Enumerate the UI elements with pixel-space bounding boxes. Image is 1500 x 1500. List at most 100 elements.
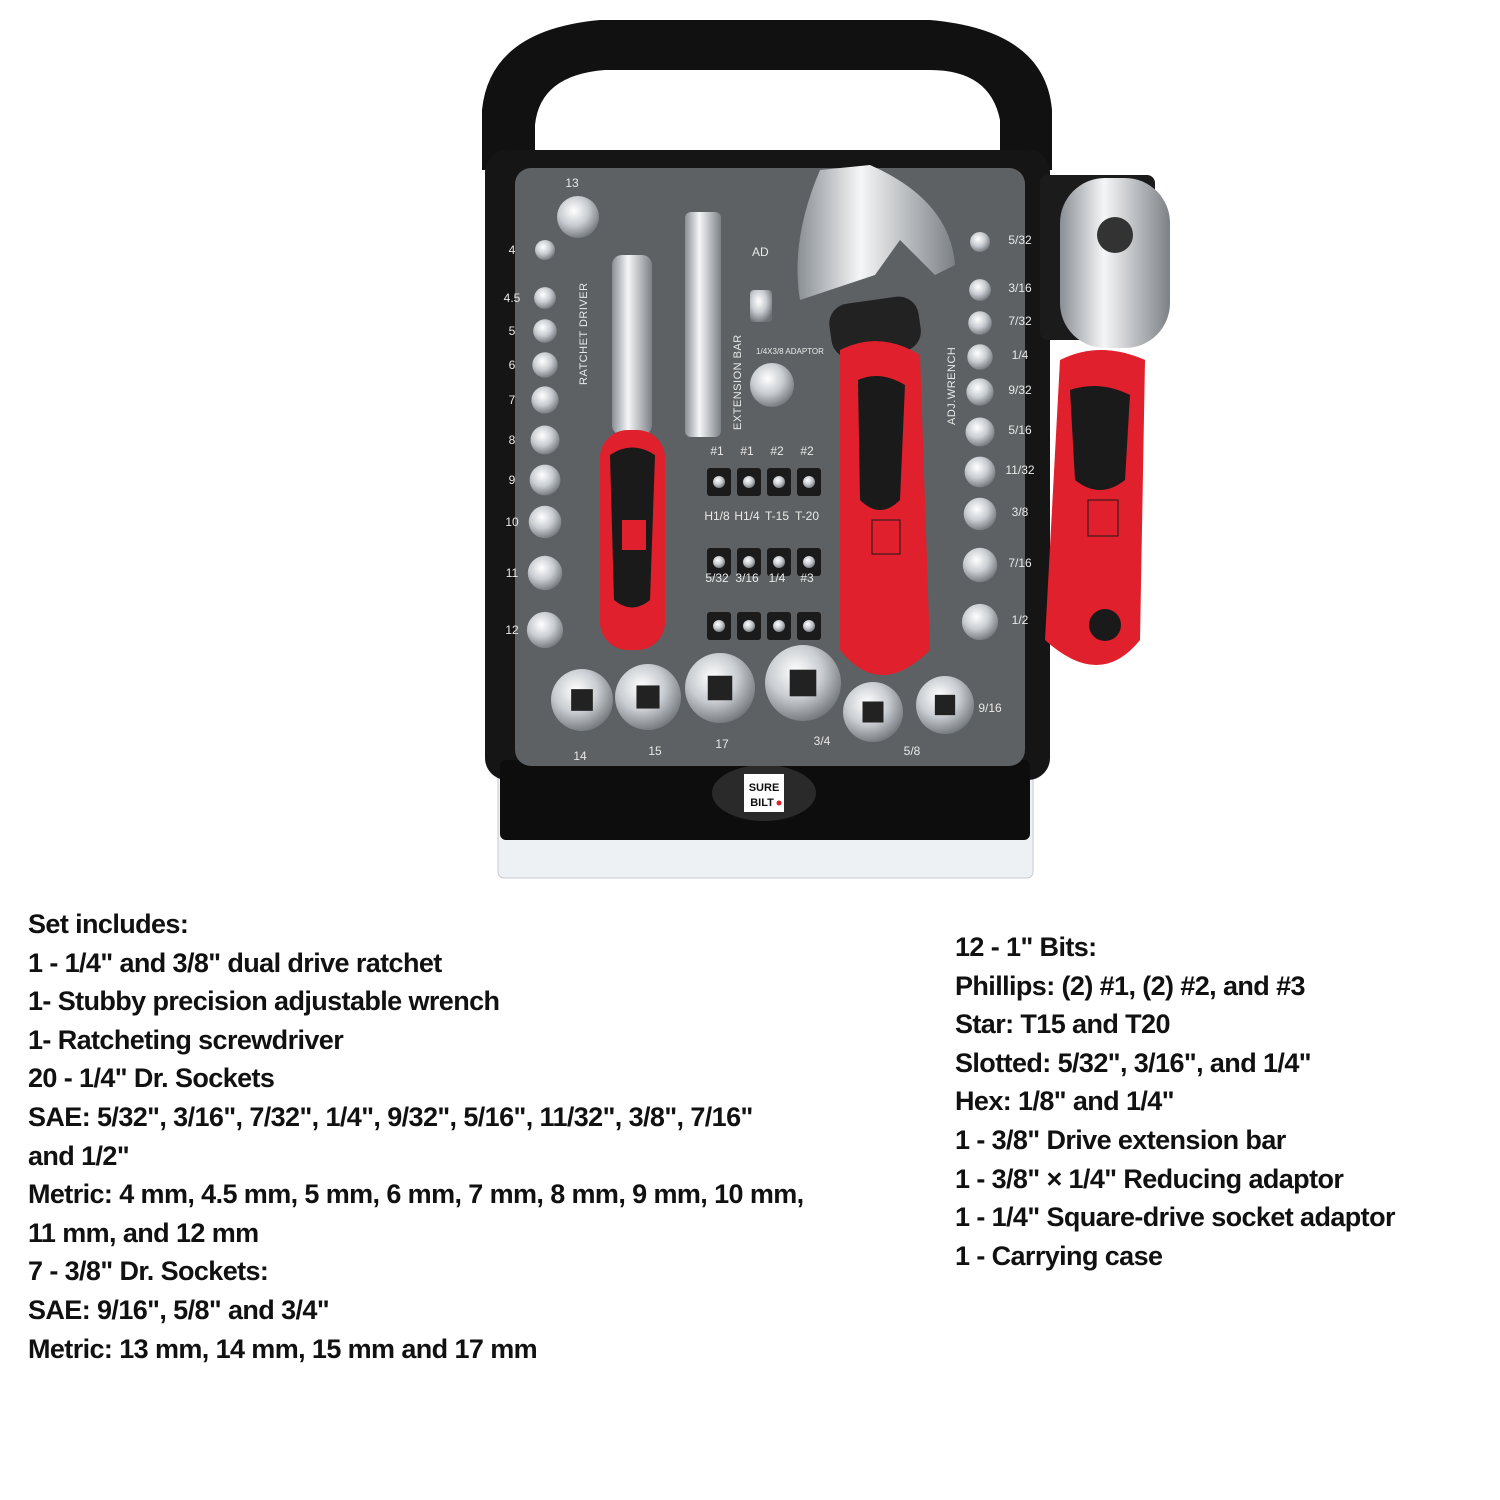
adaptor bbox=[750, 363, 794, 407]
tray-label: 4.5 bbox=[504, 291, 521, 305]
socket-drive-hole bbox=[636, 685, 660, 709]
socket-sae bbox=[969, 279, 991, 301]
spec-line: 20 - 1/4" Dr. Sockets bbox=[28, 1063, 275, 1094]
tray-label: 5/32 bbox=[1008, 233, 1032, 247]
tray-labels: 44.5567891011125/323/167/321/49/325/1611… bbox=[504, 176, 1035, 763]
spec-line: 7 - 3/8" Dr. Sockets: bbox=[28, 1256, 269, 1287]
bit-tip bbox=[773, 556, 785, 568]
spec-line: 11 mm, and 12 mm bbox=[28, 1217, 259, 1248]
spec-line: SAE: 9/16", 5/8" and 3/4" bbox=[28, 1294, 330, 1325]
specs-right: 12 - 1" Bits: Phillips: (2) #1, (2) #2, a… bbox=[955, 928, 1395, 1275]
spec-line: 1 - 1/4" Square-drive socket adaptor bbox=[955, 1202, 1395, 1233]
logo-plate bbox=[744, 774, 784, 812]
tray-label: 10 bbox=[505, 515, 519, 529]
bit-tip bbox=[803, 620, 815, 632]
spec-line: Metric: 4 mm, 4.5 mm, 5 mm, 6 mm, 7 mm, … bbox=[28, 1179, 804, 1210]
dual-drive-ratchet bbox=[1045, 178, 1170, 665]
bit-tip bbox=[713, 620, 725, 632]
socket-metric bbox=[534, 287, 556, 309]
tray-label: 11/32 bbox=[1005, 463, 1034, 477]
tray-label: 1/2 bbox=[1012, 613, 1029, 627]
brand-logo-text: SURE bbox=[749, 782, 780, 794]
bit-tip bbox=[803, 476, 815, 488]
socket-sae bbox=[968, 311, 992, 335]
socket-metric bbox=[533, 319, 557, 343]
socket-sae bbox=[966, 378, 994, 406]
socket-sae bbox=[965, 417, 995, 447]
socket-sae bbox=[961, 603, 999, 641]
socket-metric bbox=[532, 352, 558, 378]
bit-tip bbox=[773, 620, 785, 632]
tray-label: #2 bbox=[800, 444, 814, 458]
spec-line: SAE: 5/32", 3/16", 7/32", 1/4", 9/32", 5… bbox=[28, 1101, 753, 1132]
bit-tip bbox=[743, 620, 755, 632]
tray-label: #3 bbox=[800, 571, 814, 585]
socket-metric bbox=[535, 240, 555, 260]
tray-label: 7/16 bbox=[1008, 556, 1032, 570]
case-handle bbox=[482, 20, 1052, 170]
spec-line: 1 - 3/8" × 1/4" Reducing adaptor bbox=[955, 1163, 1344, 1194]
tray-label: T-15 bbox=[765, 509, 789, 523]
socket-metric bbox=[529, 464, 561, 496]
socket-metric bbox=[528, 505, 562, 539]
tray-label: 7 bbox=[509, 393, 516, 407]
tray-label: #1 bbox=[740, 444, 754, 458]
brand-logo-text: BILT bbox=[750, 797, 774, 809]
spec-line: 1 - 1/4" and 3/8" dual drive ratchet bbox=[28, 947, 442, 978]
socket-metric bbox=[527, 555, 563, 591]
tray-label: 12 bbox=[505, 623, 519, 637]
tray-label: 4 bbox=[509, 243, 516, 257]
tray-label: 1/4 bbox=[1012, 348, 1029, 362]
tray-label: 5/8 bbox=[904, 744, 921, 758]
logo-dot bbox=[776, 800, 782, 806]
socket-sae bbox=[967, 344, 993, 370]
extension-bar-label: EXTENSION BAR bbox=[732, 334, 744, 430]
socket-sae bbox=[962, 547, 998, 583]
bit-tip bbox=[743, 556, 755, 568]
spec-line: 12 - 1" Bits: bbox=[955, 932, 1097, 962]
tray-label: #1 bbox=[710, 444, 724, 458]
tray-label: T-20 bbox=[795, 509, 819, 523]
spec-line: and 1/2" bbox=[28, 1140, 130, 1171]
adjustable-wrench bbox=[797, 165, 955, 675]
bit-tip bbox=[713, 476, 725, 488]
tray-label: 5 bbox=[509, 324, 516, 338]
socket-drive-hole bbox=[571, 689, 593, 711]
tray-label: 5/32 bbox=[705, 571, 729, 585]
tray-label: 9/16 bbox=[978, 701, 1002, 715]
socket-metric bbox=[531, 386, 559, 414]
spec-line: Phillips: (2) #1, (2) #2, and #3 bbox=[955, 970, 1306, 1001]
tray-label: 6 bbox=[509, 358, 516, 372]
tray-label: 3/8 bbox=[1012, 505, 1029, 519]
square-drive-adaptor bbox=[750, 290, 772, 322]
ratchet-driver-label: RATCHET DRIVER bbox=[578, 282, 590, 385]
spec-line: 1- Stubby precision adjustable wrench bbox=[28, 986, 500, 1017]
tray-label: 3/4 bbox=[814, 734, 831, 748]
tray-label: 14 bbox=[573, 749, 587, 763]
tray-label: 17 bbox=[715, 737, 729, 751]
tray-label: 1/4 bbox=[769, 571, 786, 585]
socket-drive-hole bbox=[707, 675, 733, 701]
socket-drive-hole bbox=[934, 694, 956, 716]
tray-label: 8 bbox=[509, 433, 516, 447]
socket-large bbox=[557, 196, 599, 238]
tray-label: 7/32 bbox=[1008, 314, 1032, 328]
spec-line: Metric: 13 mm, 14 mm, 15 mm and 17 mm bbox=[28, 1333, 538, 1364]
tray-label: 9/32 bbox=[1008, 383, 1032, 397]
adaptor-label: 1/4X3/8 ADAPTOR bbox=[756, 347, 824, 356]
spec-line: Hex: 1/8" and 1/4" bbox=[955, 1086, 1175, 1117]
spec-line: Slotted: 5/32", 3/16", and 1/4" bbox=[955, 1047, 1312, 1078]
socket-metric bbox=[526, 611, 564, 649]
spec-line: 1 - 3/8" Drive extension bar bbox=[955, 1124, 1286, 1155]
product-photo: SURE BILT 44.5567891011125/323/167/321/4… bbox=[482, 20, 1170, 879]
tray-label: 13 bbox=[565, 176, 579, 190]
bit-tip bbox=[803, 556, 815, 568]
tray-label: 5/16 bbox=[1008, 423, 1032, 437]
bit-tip bbox=[773, 476, 785, 488]
tray-label: 9 bbox=[509, 473, 516, 487]
spec-line: 1 - Carrying case bbox=[955, 1240, 1163, 1271]
socket-drive-hole bbox=[789, 669, 817, 697]
bits bbox=[707, 468, 821, 640]
extension-bar bbox=[685, 212, 721, 437]
tray-label: H1/8 bbox=[704, 509, 730, 523]
